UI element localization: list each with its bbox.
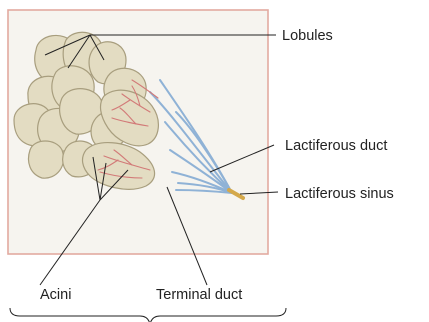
label-terminal-duct: Terminal duct <box>156 287 242 303</box>
label-lobules: Lobules <box>282 28 333 44</box>
label-lactiferous-sinus: Lactiferous sinus <box>285 186 394 202</box>
label-lactiferous-duct: Lactiferous duct <box>285 138 387 154</box>
label-acini: Acini <box>40 287 71 303</box>
lobule <box>29 141 64 178</box>
grouping-bracket <box>10 308 286 322</box>
